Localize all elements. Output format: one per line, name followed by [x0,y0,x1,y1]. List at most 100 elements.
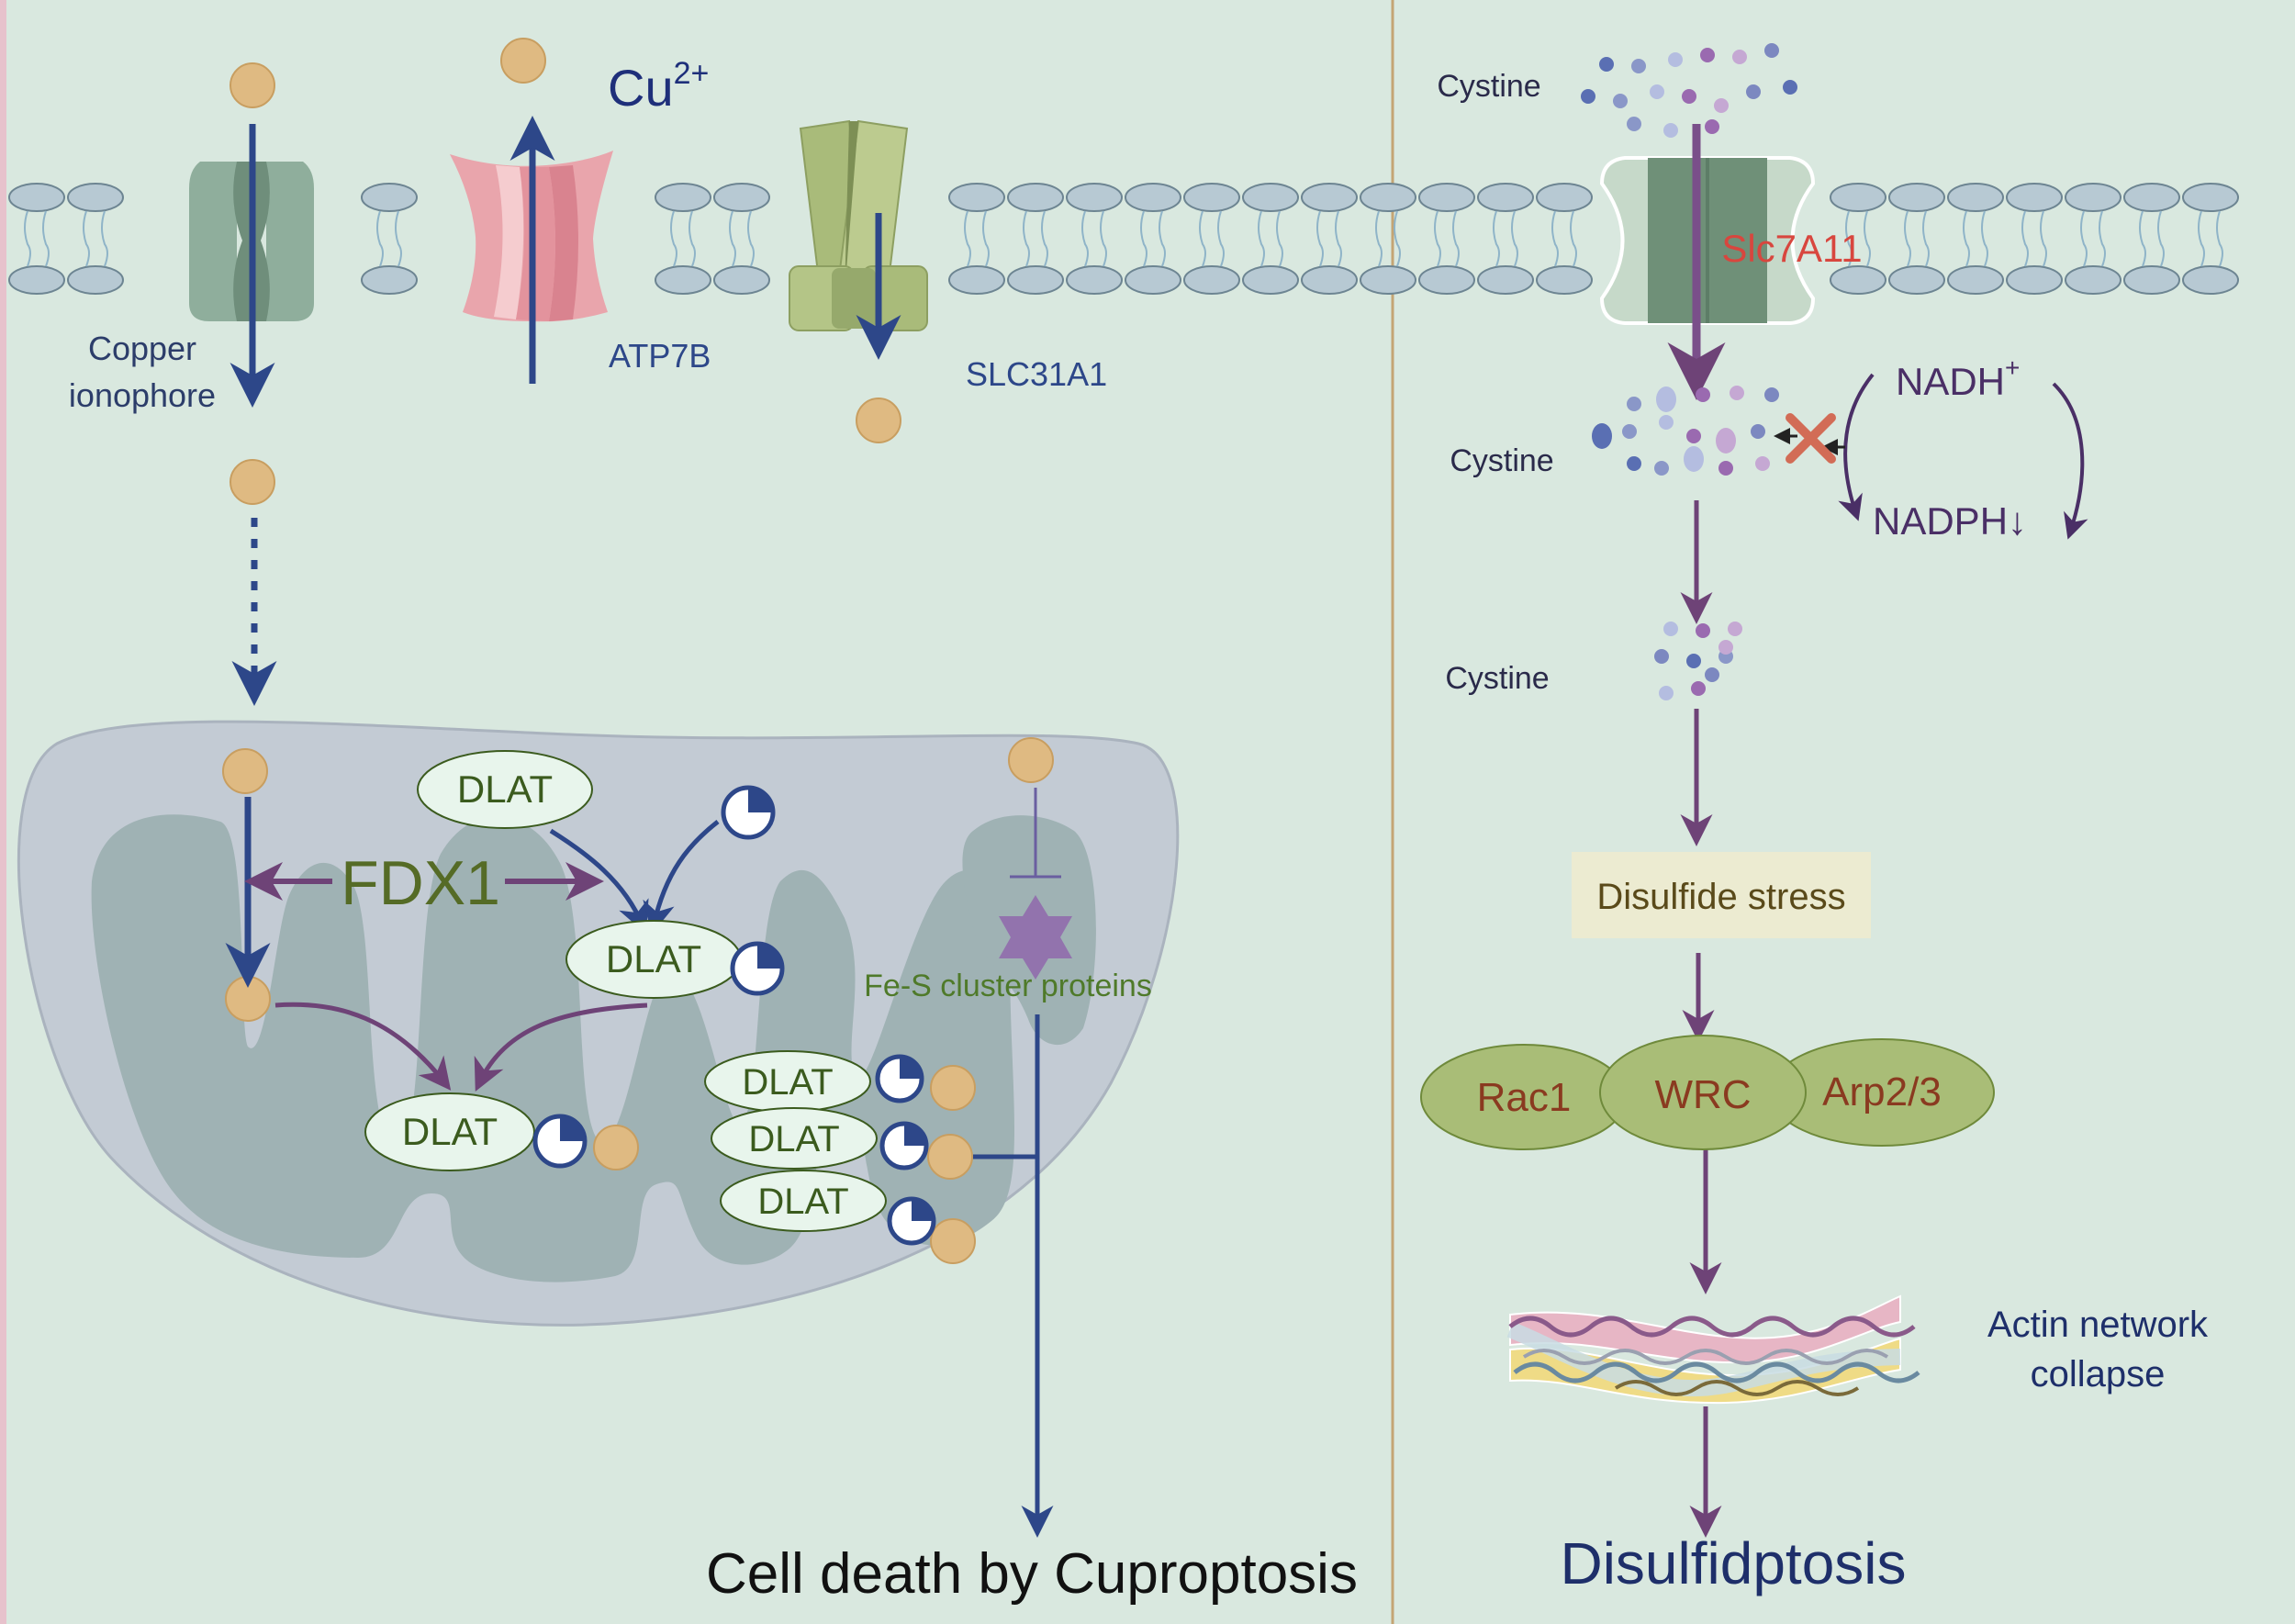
copper-ionophore-label-1: Copper [88,330,196,367]
lipid-head [1183,265,1240,295]
lipoyl-icon [879,1121,929,1170]
atp7b-label: ATP7B [609,337,711,375]
copper-ions [230,38,901,505]
lipid-head [1360,265,1416,295]
lipid-head [655,183,711,212]
cystine-dot [1696,623,1710,638]
copper-ion [222,748,268,794]
lipid-tail [2099,210,2106,267]
copper-ion [930,1218,976,1264]
cystine-dot [1663,123,1678,138]
cystine-dot [1705,667,1719,682]
lipid-tail [1276,210,1283,267]
cystine-dot [1730,386,1744,400]
lipid-tail [395,210,402,267]
copper-ion [230,459,275,505]
dlat-node: DLAT [565,920,742,999]
copper-ion [500,38,546,84]
copper-ion [930,1065,976,1111]
lipid-tail [1217,210,1225,267]
dlat-node: DLAT [417,750,593,829]
lipid-tail [1963,210,1970,267]
actin-label-2: collapse [2031,1354,2166,1394]
cystine-dot [1654,461,1669,476]
lipid-head [8,183,65,212]
cystine-dot [1705,119,1719,134]
lipid-tail [982,210,990,267]
lipid-head [2123,265,2180,295]
lipid-head [1477,265,1534,295]
lipoyl-icon [730,941,785,996]
cystine-dot [1668,52,1683,67]
cystine-dot [1755,456,1770,471]
lipid-head [948,183,1005,212]
cystine-dot [1654,649,1669,664]
lipid-head [1007,265,1064,295]
lipid-head [361,265,418,295]
lipid-head [2006,183,2063,212]
cystine-dot [1656,386,1676,412]
cu-label: Cu2+ [608,56,709,117]
lipid-tail [376,210,384,267]
lipid-tail [1864,210,1871,267]
lipoyl-icons [532,785,936,1246]
wrc-complex: Rac1 WRC Arp2/3 [1420,1035,1995,1150]
lipid-tail [1845,210,1853,267]
lipid-head [1360,183,1416,212]
cystine-dot [1592,423,1612,449]
lipid-head [948,265,1005,295]
cystine-dot [1650,84,1664,99]
cystine-dot [1613,94,1628,108]
slc7a11-transporter [1599,156,1816,325]
lipid-head [1536,265,1593,295]
lipid-tail [670,210,677,267]
lipid-tail [1452,210,1460,267]
cystine-dot [1746,84,1761,99]
lipid-head [2123,183,2180,212]
lipid-tail [1551,210,1559,267]
lipoyl-icon [875,1054,924,1103]
lipid-tail [1434,210,1441,267]
lipid-head [1477,183,1534,212]
lipid-head [713,265,770,295]
cystine-dot [1718,640,1733,655]
cystine-label-top: Cystine [1437,69,1540,104]
lipid-tail [1375,210,1383,267]
lipid-head [713,183,770,212]
lipoyl-icon [721,785,776,840]
lipid-head [1301,183,1358,212]
lipid-tail [2040,210,2047,267]
copper-ion [593,1125,639,1170]
lipid-head [1066,183,1123,212]
lipid-tail [24,210,31,267]
cystine-dot [1663,622,1678,636]
lipid-head [1301,265,1358,295]
cystine-dot [1728,622,1742,636]
copper-ion [1008,737,1054,783]
lipid-tail [688,210,696,267]
lipid-tail [1041,210,1048,267]
lipid-head [655,265,711,295]
cystine-label-low: Cystine [1445,661,1549,696]
lipid-head [67,183,124,212]
lipid-tail [2021,210,2029,267]
lipoyl-icon [887,1196,936,1246]
wrc-node [1599,1035,1807,1150]
lipoyl-icon [532,1114,588,1169]
svg-text:DLAT: DLAT [606,937,701,980]
cystine-dot [1700,48,1715,62]
lipid-head [1242,183,1299,212]
dlat-to-dlat-arrow [549,828,649,935]
cystine-dot [1696,387,1710,402]
wrc-label: WRC [1654,1072,1751,1117]
cystine-dot [1764,387,1779,402]
svg-text:DLAT: DLAT [457,767,553,811]
actin-label-1: Actin network [1987,1305,2209,1345]
cystine-dot [1627,117,1641,131]
atp7b-transporter [450,151,613,322]
lipid-tail [1904,210,1911,267]
svg-text:DLAT: DLAT [748,1119,839,1159]
lipoyl-to-dlat-arrow [643,820,720,935]
lipid-tail [1511,210,1518,267]
dlat-nodes: DLAT DLAT DLAT DLAT DLAT DLAT [364,750,887,1232]
